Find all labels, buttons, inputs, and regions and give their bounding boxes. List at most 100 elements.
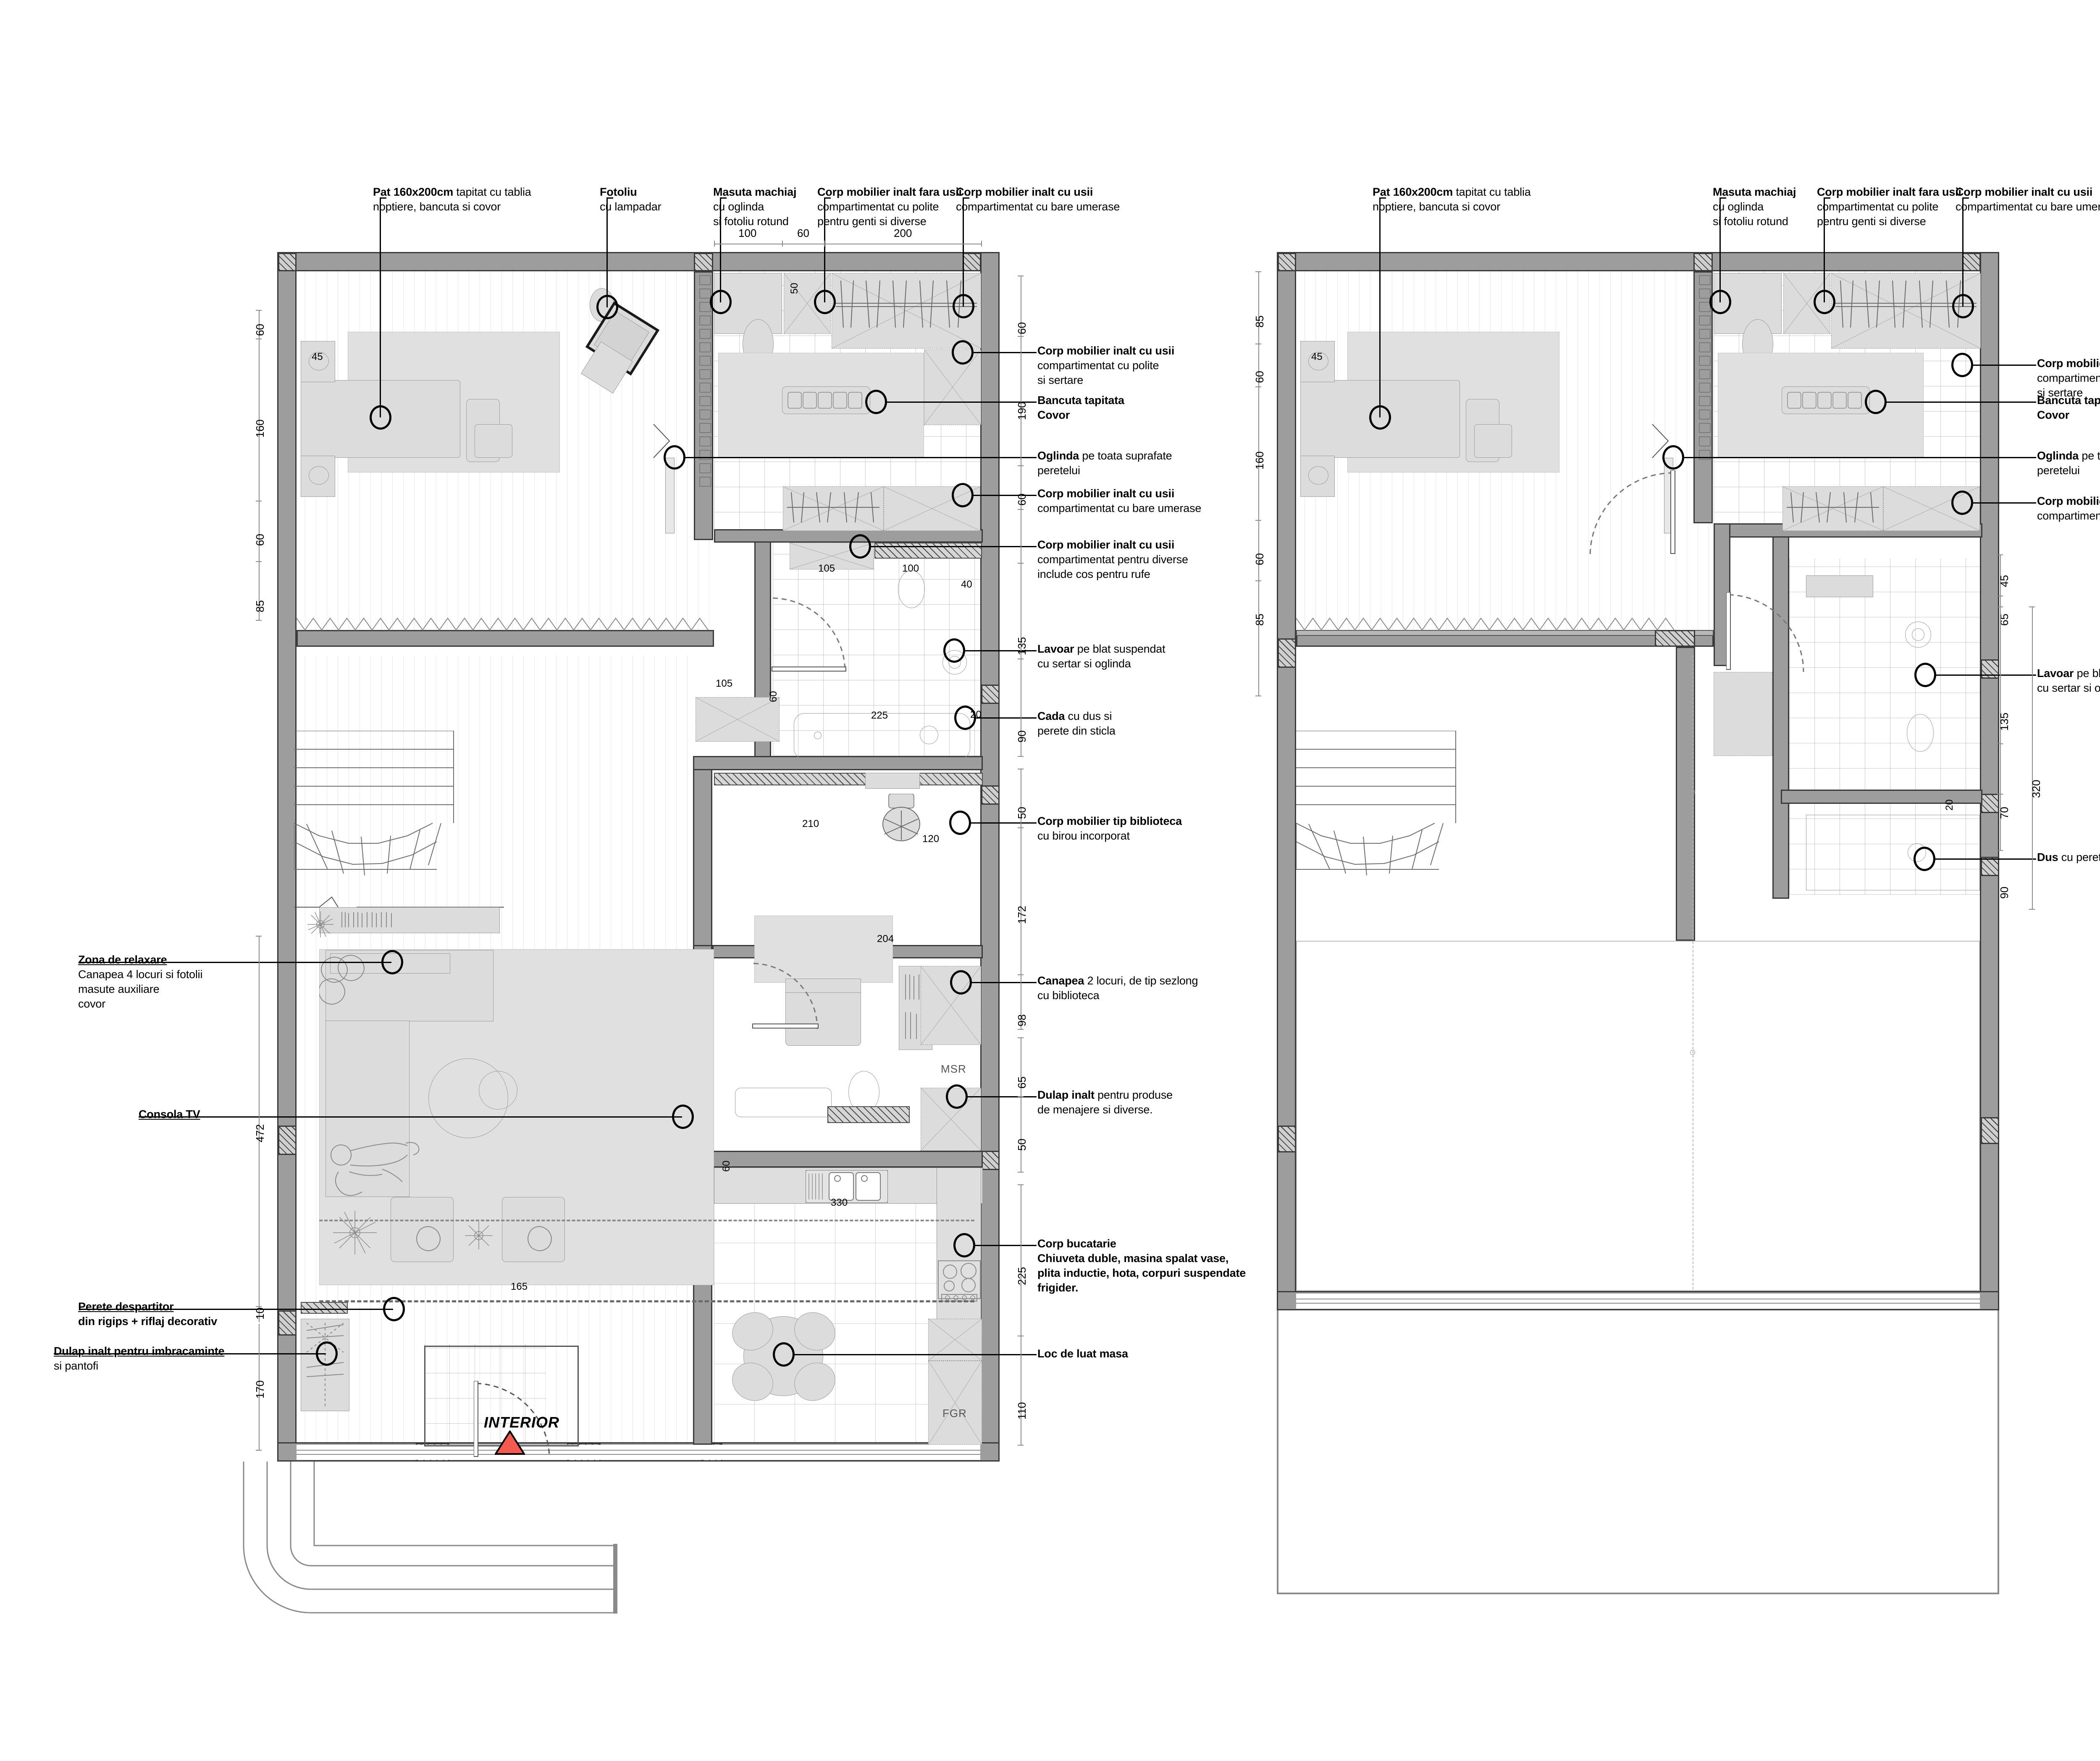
column-hatch (963, 253, 981, 271)
dim-tick (1018, 974, 1024, 975)
callout-bubble-bare-umerase[interactable] (952, 483, 974, 507)
annotation-head: Fotoliu (600, 186, 637, 198)
tv-console (319, 907, 500, 933)
dim-60-closet: 60 (768, 691, 779, 702)
dim-label-right-65: 65 (1016, 1076, 1028, 1089)
annotation-line: Chiuveta duble, masina spalat vase, (1037, 1252, 1229, 1265)
utility-counter (827, 1106, 910, 1123)
dim-tick (256, 936, 262, 937)
leader-bare-umerase-top-right-h (1962, 197, 1969, 199)
annotation-head: Pat 160x200cm (373, 186, 454, 198)
column-hatch (1655, 630, 1695, 647)
desk-top (865, 773, 920, 789)
leader-masuta-h (720, 197, 727, 199)
closet-unit-left (696, 697, 780, 742)
glass-facade-band (297, 1445, 980, 1460)
annotation-head: Corp mobilier inalt cu usii (956, 186, 1093, 198)
callout-bubble-biblioteca[interactable] (949, 811, 971, 835)
leader-biblioteca (970, 822, 1037, 824)
callout-bubble-oglinda-right[interactable] (1662, 445, 1684, 470)
kitchen-sink-icon (806, 1170, 888, 1203)
annotation-bare-umerase-right: Corp mobilier inalt cu usii compartiment… (2037, 494, 2100, 523)
dim-label-right-135: 135 (1016, 637, 1028, 655)
dim-label-rp-right-90: 90 (1998, 887, 2011, 899)
wardrobe-unit-d-right (1782, 486, 1883, 531)
dim-label-top-200: 200 (894, 227, 912, 239)
annotation-rest: tapitat cu tablia (453, 186, 531, 198)
annotation-line: si sertare (1037, 374, 1084, 387)
dim-tick (1018, 1037, 1024, 1038)
annotation-line: cu oglinda (713, 200, 764, 213)
bench-cushion-icon (788, 392, 862, 409)
nightstand-lamp-icon (1308, 466, 1328, 485)
column-hatch (1981, 1117, 1999, 1144)
office-rug (754, 916, 893, 983)
callout-bubble-lavoar[interactable] (943, 638, 965, 663)
annotation-line: compartimentat cu polite (1817, 200, 1939, 213)
callout-bubble-lavoar-right[interactable] (1914, 663, 1936, 687)
annotation-masuta-machiaj: Masuta machiaj cu oglinda si fotoliu rot… (713, 185, 796, 229)
nightstand-lamp-icon (309, 352, 329, 370)
annotation-line: plita inductie, hota, corpuri suspendate (1037, 1267, 1246, 1280)
column-hatch (1278, 638, 1296, 668)
dim-tick (1018, 509, 1024, 510)
guide-dot (1690, 1050, 1695, 1055)
dim-label-right-172: 172 (1016, 905, 1028, 924)
dim-label-rp-right-45: 45 (1998, 575, 2011, 587)
annotation-line: masute auxiliare (78, 983, 160, 996)
annotation-line: si fotoliu rotund (713, 215, 789, 228)
leader-pat-right (1379, 197, 1381, 417)
fridge (928, 1361, 982, 1445)
callout-bubble-bancuta-right[interactable] (1865, 390, 1887, 414)
callout-bubble-cada[interactable] (954, 706, 976, 730)
annotation-masuta-machiaj-right: Masuta machiaj cu oglinda si fotoliu rot… (1713, 185, 1796, 229)
column-hatch (1278, 1126, 1296, 1152)
callout-bubble-bucatarie[interactable] (953, 1233, 975, 1257)
annotation-line: compartimentat cu polite (817, 200, 939, 213)
callout-bubble-polite-sertare-right[interactable] (1951, 353, 1973, 377)
callout-bubble-loc-masa[interactable] (773, 1342, 795, 1367)
leader-cada (975, 717, 1037, 719)
callout-bubble-bancuta[interactable] (865, 390, 887, 414)
figure-sketch (331, 1142, 420, 1196)
column-hatch (1981, 857, 1999, 876)
column-hatch (278, 1310, 297, 1336)
annotation-head: Corp mobilier inalt fara usii (817, 186, 962, 198)
north-marker-outline (494, 1430, 526, 1455)
annotation-head: Corp mobilier inalt cu usii (1037, 487, 1175, 500)
glass-line (1296, 1303, 1980, 1304)
leader-corp-fara-usii-right (1824, 197, 1825, 302)
leader-fotoliu-h (606, 197, 613, 199)
dim-label-right-60b: 60 (1016, 493, 1028, 506)
dim-tick (1997, 850, 2003, 851)
wardrobe-unit-c (924, 349, 981, 425)
annotation-head: Corp mobilier tip biblioteca (1037, 815, 1182, 827)
annotation-lavoar: Lavoar pe blat suspendat cu sertar si og… (1037, 642, 1166, 671)
annotation-line: cu oglinda (1713, 200, 1764, 213)
callout-bubble-bare-umerase-right[interactable] (1951, 491, 1973, 515)
column-hatch (1981, 794, 1999, 813)
annotation-head: Bancuta tapitata (2037, 394, 2100, 407)
bathroom-vanity-shelf (874, 543, 982, 559)
callout-bubble-dulap-menajere[interactable] (946, 1084, 968, 1109)
dim-tick (1997, 743, 2003, 744)
dim-tick (824, 241, 825, 247)
annotation-head: Corp mobilier inalt cu usii (2037, 495, 2100, 507)
annotation-line: pentru genti si diverse (817, 215, 927, 228)
callout-bubble-canapea[interactable] (950, 970, 972, 995)
side-table-plant-icon (465, 1222, 493, 1249)
dim-tick (1018, 465, 1024, 466)
annotation-head: Corp mobilier inalt cu usii (1037, 538, 1175, 551)
callout-bubble-dus-right[interactable] (1914, 847, 1935, 871)
mirror-arrow-icon (1652, 424, 1669, 458)
leader-pat-h (380, 197, 386, 199)
leader-pat (380, 197, 381, 417)
callout-bubble-diverse-rufe[interactable] (849, 534, 871, 559)
terrace-steps (243, 1462, 617, 1614)
leader-corp-fara-usii-right-h (1824, 197, 1830, 199)
callout-bubble-polite-sertare[interactable] (952, 340, 974, 365)
dim-225-bathtub: 225 (871, 710, 888, 721)
callout-bubble-oglinda[interactable] (664, 445, 685, 470)
dim-120-desk: 120 (922, 833, 940, 845)
dim-chain-left-170 (259, 1324, 260, 1450)
